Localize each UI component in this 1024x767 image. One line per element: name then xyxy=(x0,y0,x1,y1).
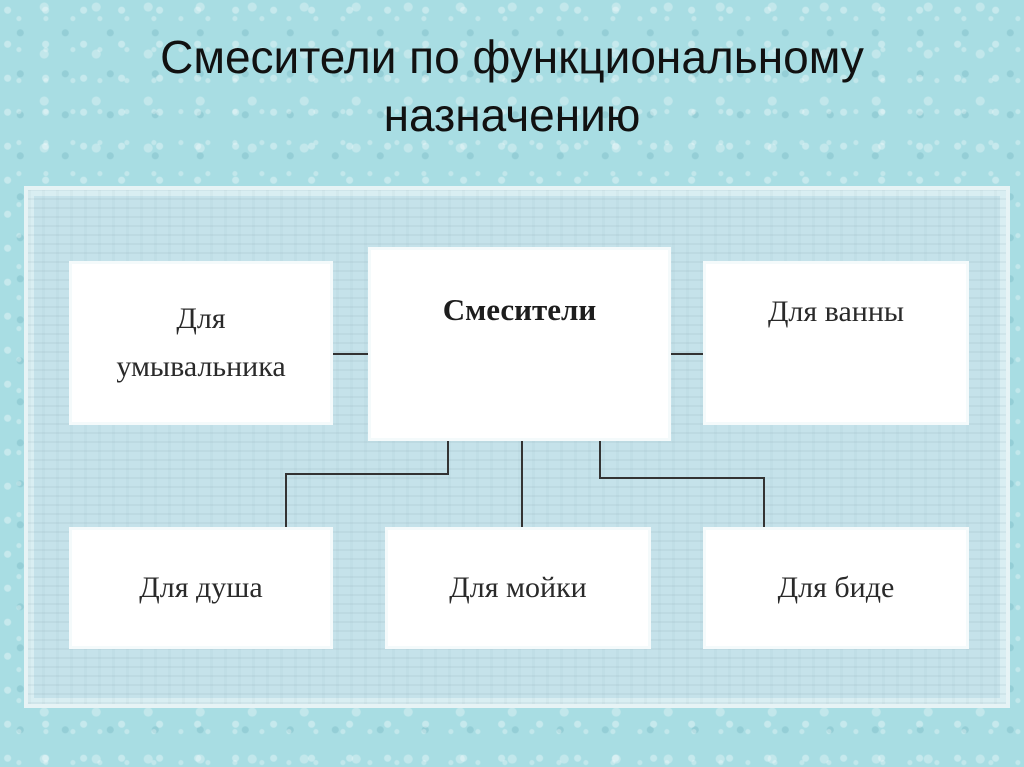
box-bottom-right: Для биде xyxy=(706,530,966,646)
box-bottom-left-label: Для душа xyxy=(139,571,263,604)
box-top-left-line-2: умывальника xyxy=(116,350,286,383)
box-top-left-line-1: Для xyxy=(176,302,226,335)
connector-lines xyxy=(285,353,765,530)
box-top-right-label: Для ванны xyxy=(767,295,905,328)
connector-root-bottom-right xyxy=(599,438,765,530)
diagram-panel: Для умывальника Смесители Для ванны Для … xyxy=(28,190,1006,704)
slide-title-line-1: Смесители по функциональному xyxy=(160,31,864,83)
box-top-left: Для умывальника xyxy=(72,264,330,422)
slide-title-line-2: назначению xyxy=(383,89,641,141)
slide-title: Смесители по функциональному назначению xyxy=(0,28,1024,144)
box-bottom-center-label: Для мойки xyxy=(449,571,587,604)
connector-root-bottom-left xyxy=(285,438,449,530)
box-bottom-center: Для мойки xyxy=(388,530,648,646)
box-bottom-left: Для душа xyxy=(72,530,330,646)
box-top-right: Для ванны xyxy=(706,264,966,422)
box-root: Смесители xyxy=(371,250,668,438)
box-root-label: Смесители xyxy=(442,292,597,327)
box-bottom-right-label: Для биде xyxy=(777,571,895,604)
